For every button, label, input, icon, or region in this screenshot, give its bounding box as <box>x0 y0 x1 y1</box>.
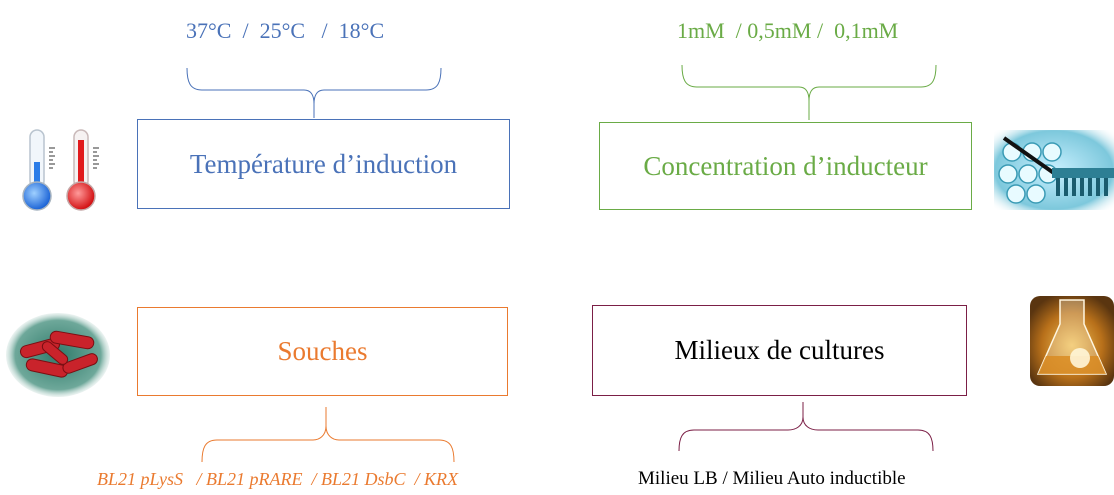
media-label: Milieux de cultures <box>674 335 885 365</box>
strains-options: BL21 pLysS / BL21 pRARE / BL21 DsbC / KR… <box>97 469 458 489</box>
strains-label: Souches <box>277 336 368 366</box>
media-options: Milieu LB / Milieu Auto inductible <box>638 468 906 489</box>
temperature-brace <box>186 67 442 118</box>
temperature-options: 37°C / 25°C / 18°C <box>186 18 385 43</box>
strains-brace <box>201 407 455 463</box>
thermometers-icon <box>22 129 99 211</box>
pipette-plate-icon <box>994 130 1114 210</box>
inducer-label: Concentration d’inducteur <box>643 150 928 181</box>
inducer-options: 1mM / 0,5mM / 0,1mM <box>677 18 899 43</box>
culture-flask-icon <box>1030 296 1114 386</box>
strains-box: Souches <box>137 307 508 396</box>
temperature-box: Température d’induction <box>137 119 510 209</box>
bacteria-icon <box>6 313 110 397</box>
media-brace <box>678 402 934 452</box>
media-box: Milieux de cultures <box>592 305 967 396</box>
temperature-label: Température d’induction <box>189 148 458 179</box>
inducer-brace <box>681 64 937 120</box>
inducer-box: Concentration d’inducteur <box>599 122 972 210</box>
